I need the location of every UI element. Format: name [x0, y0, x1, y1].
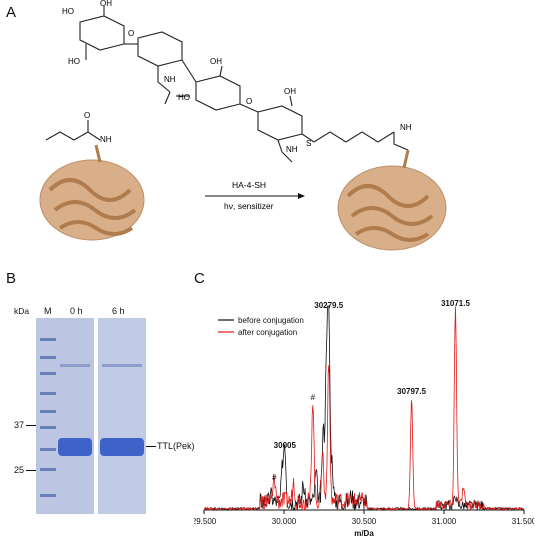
protein-left — [39, 144, 145, 241]
reaction-reagent: HA-4-SH — [232, 180, 266, 190]
peak-annotation: # — [311, 393, 316, 402]
marker-ladder — [40, 338, 56, 497]
lane-label-m: M — [44, 306, 52, 316]
x-axis-label: m/Da — [354, 529, 374, 538]
panel-a-letter: A — [6, 4, 17, 21]
panel-c-letter: C — [194, 270, 205, 287]
ttl-band-0h — [58, 438, 92, 456]
series-line-after — [203, 306, 525, 512]
ttl-band-label: TTL(Pek) — [157, 441, 195, 451]
peak-annotation: 31071.5 — [441, 299, 470, 308]
faint-band-0h — [60, 364, 90, 367]
panel-a-scheme: HO OH O HO OH NH HO OH O NH S NH NH O HA… — [39, 0, 447, 251]
ttl-band-6h — [100, 438, 144, 456]
label-oh-1: OH — [100, 0, 112, 8]
label-nh-3: NH — [400, 123, 412, 132]
reaction-arrow — [205, 193, 305, 199]
peak-annotation: 30797.5 — [397, 387, 426, 396]
x-tick-label: 30.000 — [272, 517, 297, 526]
gel-background-right — [98, 318, 146, 514]
ttl-band-pointer — [146, 446, 156, 447]
label-s: S — [306, 139, 311, 148]
faint-band-6h — [102, 364, 142, 367]
label-ho-1: HO — [62, 7, 74, 16]
marker-25-tick — [26, 470, 36, 471]
x-tick-label: 31.500 — [512, 517, 534, 526]
label-o-1: O — [128, 29, 134, 38]
mass-spectrum-chart: 29.500 30.000 30.500 31.000 31.500 m/Da before… — [194, 299, 534, 538]
peak-annotation: 30005 — [274, 441, 297, 450]
x-tick-label: 29.500 — [194, 517, 217, 526]
x-tick-label: 30.500 — [352, 517, 377, 526]
label-ho-2: HO — [68, 57, 80, 66]
peak-annotation: 30279.5 — [314, 301, 343, 310]
label-nh-4: NH — [100, 135, 112, 144]
label-oh-2: OH — [210, 57, 222, 66]
panel-b-letter: B — [6, 270, 17, 287]
x-tick-label: 31.000 — [432, 517, 457, 526]
label-nh-2: NH — [286, 145, 298, 154]
lane-label-6h: 6 h — [112, 306, 125, 316]
kda-label: kDa — [14, 306, 30, 316]
label-oh-3: OH — [284, 87, 296, 96]
gel-background-left — [36, 318, 94, 514]
sds-gel — [36, 318, 146, 514]
protein-right — [337, 149, 447, 251]
legend-label: after conjugation — [238, 328, 297, 337]
label-nh-1: NH — [164, 75, 176, 84]
legend-label: before conjugation — [238, 316, 304, 325]
marker-25: 25 — [14, 465, 25, 475]
label-ho-3: HO — [178, 93, 190, 102]
marker-37: 37 — [14, 420, 25, 430]
hyaluronan-chain — [45, 6, 409, 163]
label-o-3: O — [84, 111, 90, 120]
reaction-conditions: hν, sensitizer — [224, 201, 274, 211]
peak-annotation: # — [272, 473, 277, 482]
lane-label-0h: 0 h — [70, 306, 83, 316]
marker-37-tick — [26, 425, 36, 426]
label-o-2: O — [246, 97, 252, 106]
